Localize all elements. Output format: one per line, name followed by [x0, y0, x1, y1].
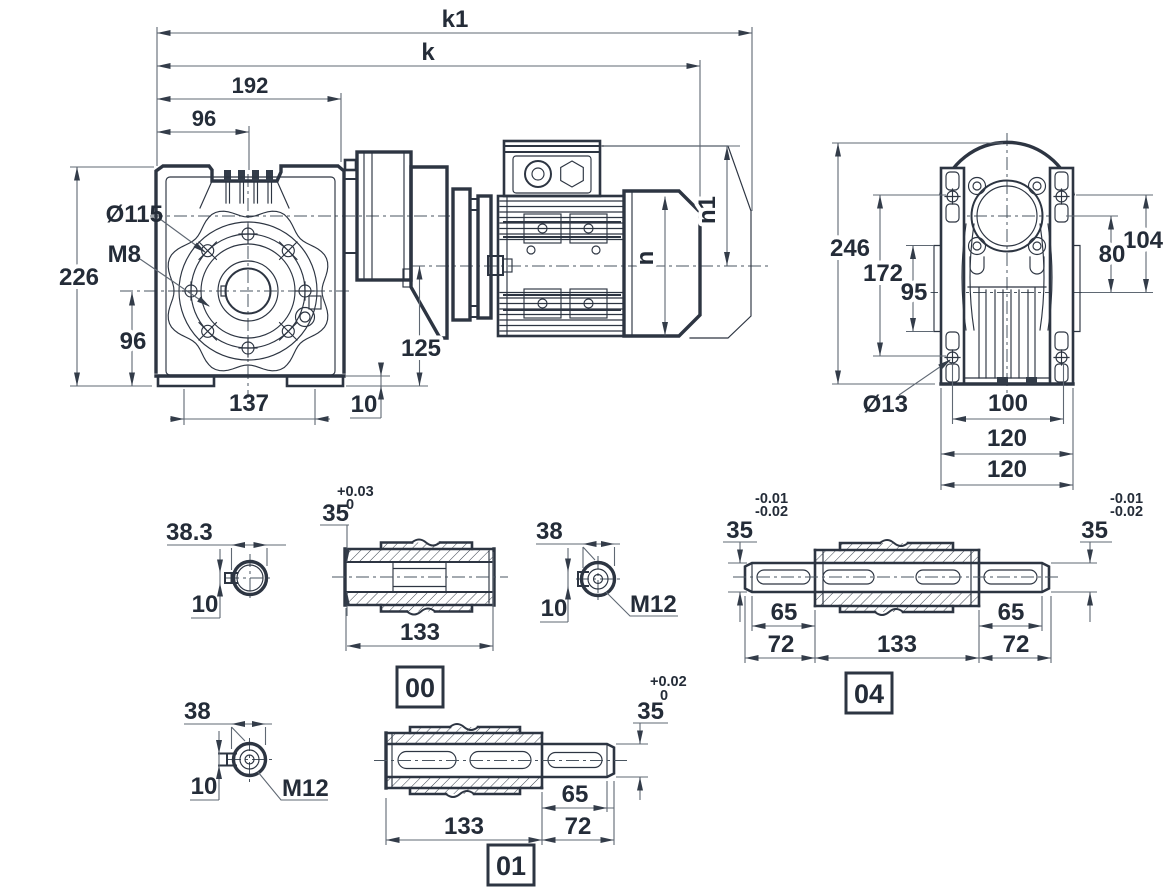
dim-120a: 120 [987, 425, 1027, 452]
dim-k1: k1 [442, 6, 469, 33]
dim-10-00l: 10 [192, 591, 219, 618]
oil-plug [294, 295, 322, 328]
dim-226: 226 [59, 264, 99, 291]
side-view [120, 139, 772, 398]
hex-plug [560, 160, 584, 188]
dim-n: n [632, 251, 659, 266]
shaft-01: 38 10 M12 35 +0.02 0 65 133 72 01 [184, 674, 687, 887]
shaft-00: 38.3 10 35 +0.03 0 133 00 38 [166, 484, 678, 709]
keyway-00-left [224, 572, 239, 584]
dim-35-01-tolz: 0 [660, 688, 668, 704]
dim-35-04l-tol2: -0.02 [755, 504, 788, 520]
shaft-04: 35 -0.01 -0.02 35 -0.01 -0.02 65 72 133 … [723, 491, 1143, 715]
side-rails [933, 244, 1081, 333]
dim-35-04l: 35 [726, 517, 753, 544]
dim-38-01: 38 [184, 698, 211, 725]
keyway-01 [218, 752, 237, 767]
dim-72-04l: 72 [768, 631, 795, 658]
dim-38-00r: 38 [536, 518, 563, 545]
dim-k: k [421, 39, 435, 66]
rear-view [925, 133, 1090, 396]
dim-95: 95 [901, 279, 928, 306]
shaft-00-section [332, 538, 508, 616]
dim-35-01-tolp: +0.02 [650, 674, 687, 690]
keyway-00-right [577, 571, 589, 587]
dim-133-04: 133 [877, 631, 917, 658]
ears [969, 256, 1045, 275]
dim-65-04r: 65 [998, 599, 1025, 626]
terminal-box [502, 139, 602, 198]
bottom-notches [997, 377, 1037, 384]
variant-label-01: 01 [496, 851, 526, 881]
dim-172: 172 [863, 260, 903, 287]
dim-125: 125 [401, 335, 441, 362]
dim-72-01: 72 [565, 813, 592, 840]
dim-65-04l: 65 [771, 599, 798, 626]
dim-133-00: 133 [400, 619, 440, 646]
dim-35-04r: 35 [1081, 517, 1108, 544]
variant-label-04: 04 [854, 679, 884, 709]
dim-10-01: 10 [191, 773, 218, 800]
motor-flange [451, 187, 513, 322]
dim-dia13: Ø13 [863, 391, 908, 418]
variant-box-00 [395, 665, 445, 709]
variant-box-04 [844, 671, 894, 715]
dim-m12-01: M12 [282, 775, 329, 802]
dim-10-00r: 10 [541, 595, 568, 622]
variant-box-01 [486, 843, 536, 887]
shaft-04-body [733, 539, 1062, 616]
dim-35-04r-tol2: -0.02 [1110, 504, 1143, 520]
shaft-00-end-left [224, 554, 274, 602]
input-housing [343, 150, 449, 340]
dim-192: 192 [232, 73, 269, 98]
dim-120b: 120 [987, 456, 1027, 483]
dim-80: 80 [1099, 241, 1126, 268]
dim-133-01: 133 [444, 813, 484, 840]
shaft-00-end-right [576, 556, 622, 602]
dim-246: 246 [830, 235, 870, 262]
rear-input-flange [967, 176, 1047, 256]
dim-96-top: 96 [192, 106, 216, 131]
dim-72-04r: 72 [1003, 631, 1030, 658]
dim-m8: M8 [108, 241, 141, 268]
dim-35-00-tolp: +0.03 [337, 484, 374, 500]
dim-137: 137 [229, 390, 269, 417]
dim-m12-00: M12 [630, 591, 677, 618]
top-fins [199, 170, 290, 209]
dim-dia115: Ø115 [106, 201, 163, 228]
bore-keyway [220, 285, 227, 297]
waist-curves [961, 223, 1053, 331]
variant-label-00: 00 [405, 673, 435, 703]
dim-35-04r-tol1: -0.01 [1110, 491, 1143, 507]
dim-65-01: 65 [562, 781, 589, 808]
tie-rods [503, 221, 621, 311]
dim-100: 100 [988, 390, 1028, 417]
lobed-face-outline [167, 210, 329, 372]
dim-35-01: 35 [637, 698, 664, 725]
shaft-01-end [218, 738, 272, 782]
dim-35-04l-tol1: -0.01 [755, 491, 788, 507]
dim-35-00: 35 [322, 500, 349, 527]
rear-view-dimensions: 246 172 95 104 80 Ø13 100 120 120 [826, 142, 1168, 490]
motor-lugs [523, 213, 608, 319]
break-squiggles [405, 538, 442, 616]
face-plate-frame [165, 176, 336, 376]
gearbox-feet [156, 374, 345, 388]
shaft-01-body [374, 723, 630, 798]
fan-cowl [622, 189, 702, 338]
flange-bolt-holes [181, 224, 315, 358]
side-view-dimensions: k1 k 192 96 226 96 Ø115 M8 137 10 125 n [55, 6, 753, 425]
dim-104: 104 [1123, 227, 1164, 254]
dim-n1: n1 [694, 196, 721, 224]
dim-38-3: 38.3 [166, 519, 213, 546]
dim-96-left: 96 [120, 328, 147, 355]
dim-10-gap: 10 [351, 391, 378, 418]
dim-35-00-tolz: 0 [346, 497, 354, 513]
